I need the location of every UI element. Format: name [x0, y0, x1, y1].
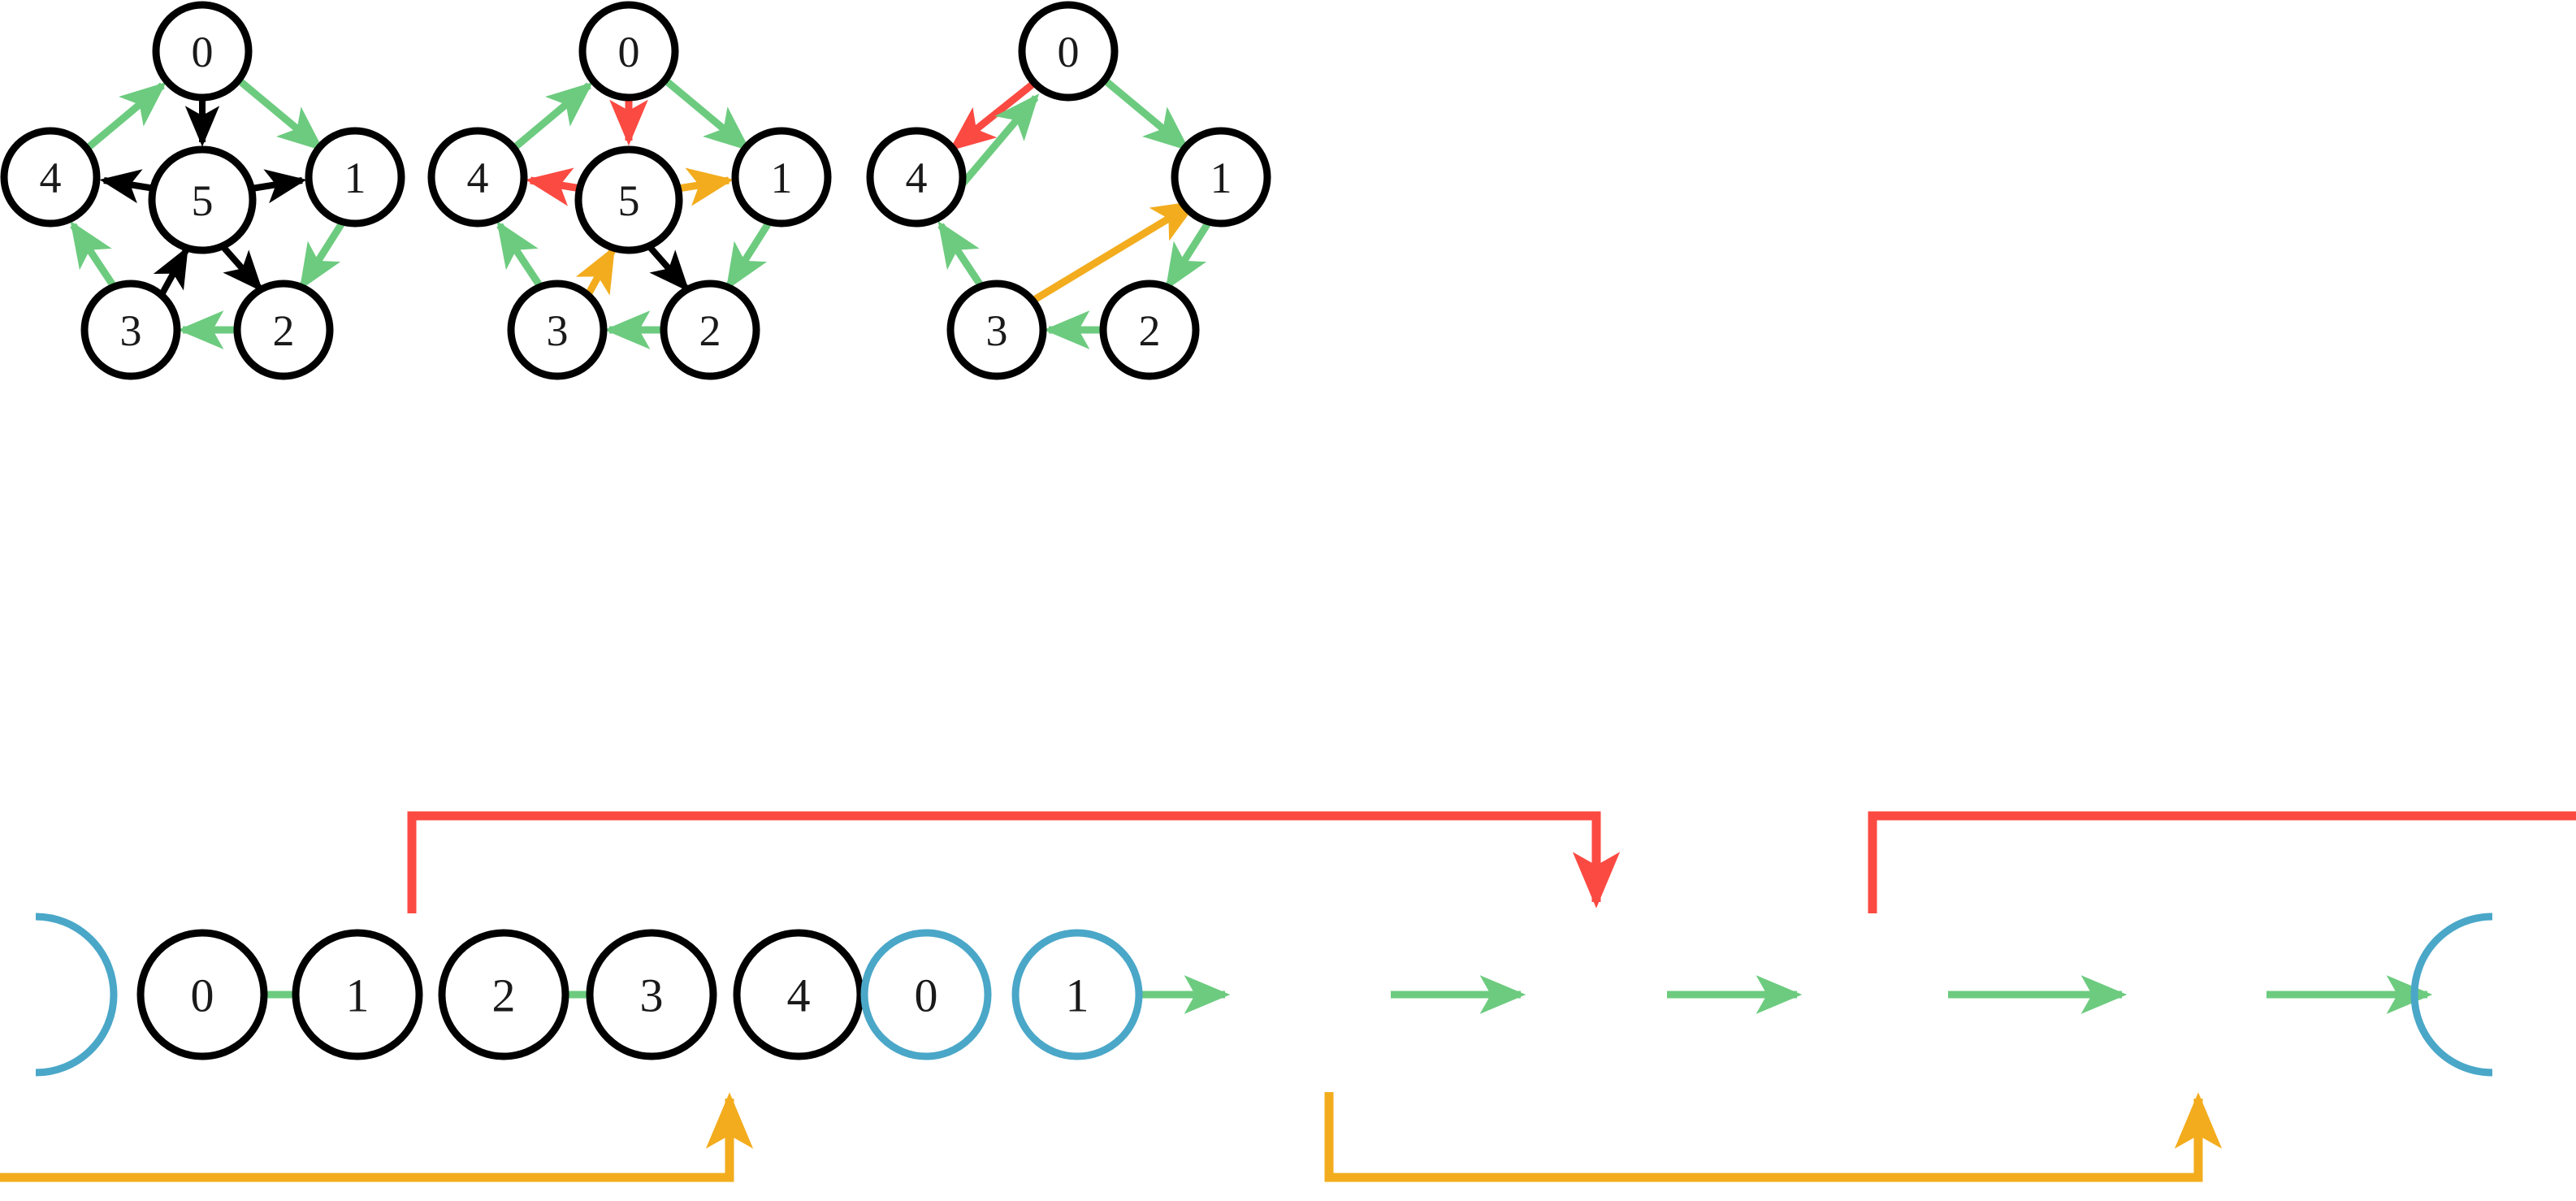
chain-node-1[interactable]: 1 — [292, 929, 423, 1060]
node-label: 2 — [699, 306, 721, 355]
panel-chain-bottom: 0 1 2 3 4 0 1 — [0, 811, 2576, 1182]
node-label: 1 — [346, 969, 370, 1022]
chain-node-0-next-window[interactable]: 0 — [860, 929, 992, 1060]
node-2[interactable]: 2 — [660, 280, 760, 380]
edge-3-to-4-green — [496, 220, 543, 288]
node-1[interactable]: 1 — [1171, 127, 1271, 228]
edge-5-to-1-black — [251, 169, 307, 204]
node-label: 0 — [192, 28, 214, 76]
panel-graph-middle: 0 1 2 3 4 5 — [427, 1, 832, 380]
node-5[interactable]: 5 — [148, 145, 257, 254]
edge-0-to-1-green — [661, 76, 751, 152]
node-label: 0 — [1058, 28, 1080, 76]
edge-4-to-0-green — [512, 81, 593, 151]
edge-5-to-1-orange — [678, 167, 734, 206]
node-label: 2 — [492, 969, 516, 1022]
panel-graph-left: 0 1 2 3 4 5 — [0, 1, 405, 380]
edge-1-to-2-green — [299, 219, 346, 291]
node-4[interactable]: 4 — [866, 127, 967, 228]
node-0[interactable]: 0 — [1018, 1, 1119, 102]
node-0[interactable]: 0 — [152, 1, 253, 102]
node-2[interactable]: 2 — [1099, 280, 1200, 380]
node-3[interactable]: 3 — [507, 280, 608, 380]
node-label: 0 — [618, 28, 640, 76]
edge-5-to-2-black — [220, 244, 263, 293]
chain-node-1-next-window[interactable]: 1 — [1011, 929, 1143, 1060]
edge-1-to-2-green — [1165, 219, 1212, 291]
node-3[interactable]: 3 — [80, 280, 181, 380]
half-circle-right — [2410, 913, 2493, 1077]
chain-node-boundary-right — [2410, 913, 2493, 1077]
chain-node-2[interactable]: 2 — [438, 929, 569, 1060]
chain-node-3[interactable]: 3 — [586, 929, 717, 1060]
chain-node-0[interactable]: 0 — [136, 929, 268, 1060]
node-3[interactable]: 3 — [946, 280, 1047, 380]
edge-4-to-0-green — [85, 81, 167, 151]
node-label: 3 — [120, 306, 142, 355]
node-label: 3 — [640, 969, 664, 1022]
skip-link-3-to-1b-orange — [1324, 1092, 2223, 1182]
node-label: 1 — [1066, 969, 1089, 1022]
node-label: 0 — [915, 969, 938, 1022]
node-4[interactable]: 4 — [0, 127, 101, 228]
edge-5-to-4-black — [99, 169, 155, 204]
node-label: 1 — [1210, 154, 1232, 202]
node-1[interactable]: 1 — [731, 127, 832, 228]
edge-5-to-2-black — [647, 244, 690, 293]
chain-node-4[interactable]: 4 — [733, 929, 864, 1060]
skip-link-0-to-4-red — [407, 811, 1621, 913]
node-label: 5 — [192, 176, 214, 225]
node-label: 4 — [40, 154, 62, 202]
half-circle-left — [35, 913, 118, 1077]
node-1[interactable]: 1 — [305, 127, 405, 228]
edge-0-to-1-green — [1101, 76, 1190, 152]
edge-0-to-1-green — [235, 76, 324, 152]
node-5[interactable]: 5 — [574, 145, 683, 254]
edge-3-to-1-orange — [1028, 200, 1199, 306]
node-label: 1 — [771, 154, 793, 202]
edge-3-to-4-green — [70, 220, 116, 288]
edge-1-to-2-green — [725, 219, 773, 291]
node-label: 5 — [618, 176, 640, 225]
node-label: 4 — [906, 154, 928, 202]
node-label: 1 — [344, 154, 366, 202]
node-label: 3 — [986, 306, 1008, 355]
node-2[interactable]: 2 — [233, 280, 334, 380]
skip-link-offscreen-to-1-orange — [0, 1092, 754, 1182]
edge-5-to-4-red — [525, 167, 582, 206]
edge-3-to-5-black — [153, 246, 189, 301]
panel-graph-right: 0 1 2 3 4 — [866, 1, 1271, 380]
node-label: 2 — [273, 306, 295, 355]
edge-3-to-5-orange — [575, 245, 616, 301]
edge-3-to-4-green — [937, 220, 984, 288]
skip-link-0b-to-offscreen-red — [1868, 811, 2576, 913]
node-label: 0 — [191, 969, 214, 1022]
chain-node-boundary-left — [35, 913, 118, 1077]
node-label: 4 — [467, 154, 489, 202]
node-label: 3 — [547, 306, 569, 355]
node-label: 4 — [787, 969, 811, 1022]
node-4[interactable]: 4 — [427, 127, 528, 228]
node-0[interactable]: 0 — [578, 1, 679, 102]
node-label: 2 — [1139, 306, 1161, 355]
